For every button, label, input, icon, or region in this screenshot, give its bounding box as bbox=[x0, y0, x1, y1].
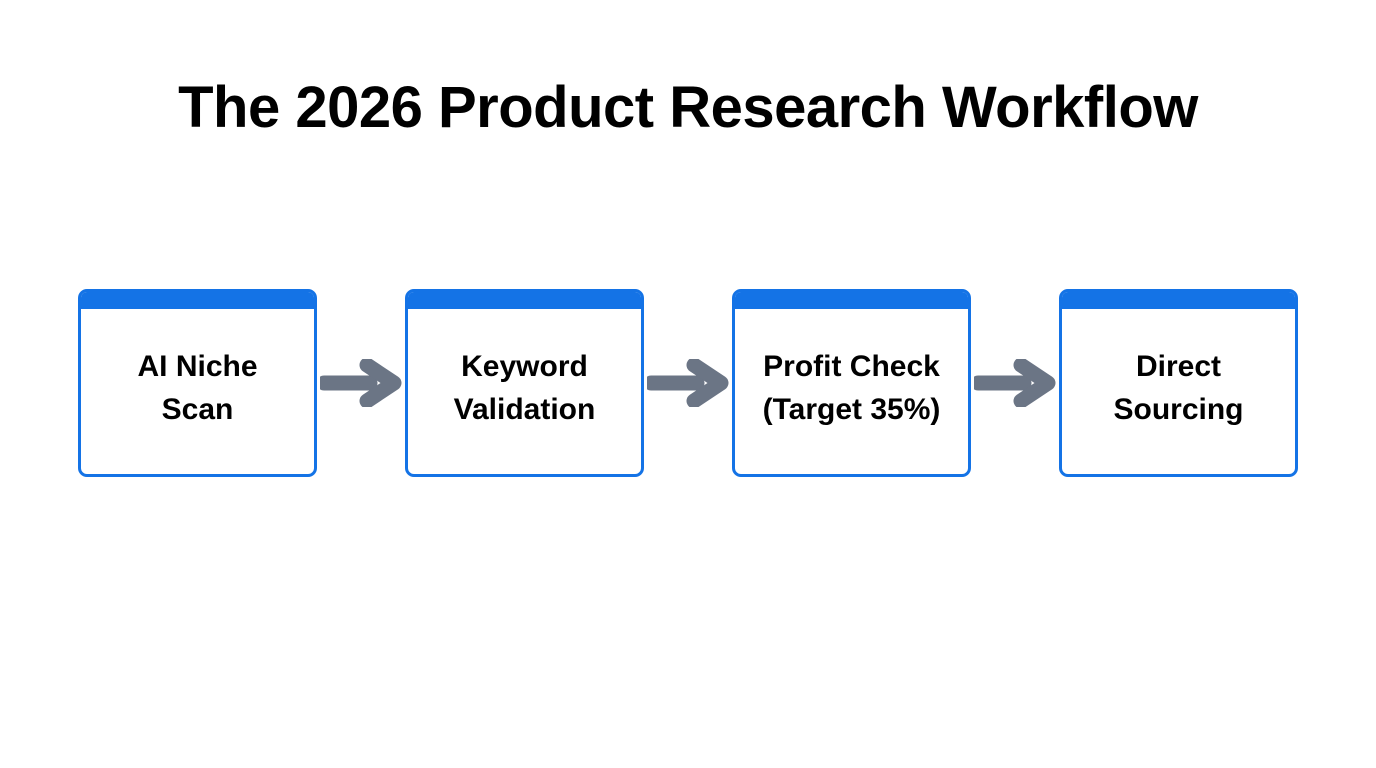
flow-step-2[interactable]: Keyword Validation bbox=[405, 289, 644, 477]
flow-step-3-label: Profit Check (Target 35%) bbox=[762, 350, 941, 426]
step-header-band bbox=[735, 292, 968, 309]
flow-step-4-label: Direct Sourcing bbox=[1113, 350, 1244, 426]
flow-connector-3 bbox=[972, 357, 1058, 409]
flow-step-4[interactable]: Direct Sourcing bbox=[1059, 289, 1298, 477]
page-title: The 2026 Product Research Workflow bbox=[178, 75, 1198, 140]
flow-step-3[interactable]: Profit Check (Target 35%) bbox=[732, 289, 971, 477]
arrow-right-icon bbox=[974, 359, 1056, 407]
arrow-right-icon bbox=[647, 359, 729, 407]
flow-step-2-label: Keyword Validation bbox=[453, 350, 596, 426]
step-header-band bbox=[1062, 292, 1295, 309]
flow-connector-2 bbox=[645, 357, 731, 409]
flow-step-1-label: AI Niche Scan bbox=[137, 350, 258, 426]
step-header-band bbox=[408, 292, 641, 309]
arrow-right-icon bbox=[320, 359, 402, 407]
flow-connector-1 bbox=[318, 357, 404, 409]
process-flow-row: AI Niche Scan Keyword Validation bbox=[78, 288, 1298, 478]
step-header-band bbox=[81, 292, 314, 309]
flow-step-1[interactable]: AI Niche Scan bbox=[78, 289, 317, 477]
